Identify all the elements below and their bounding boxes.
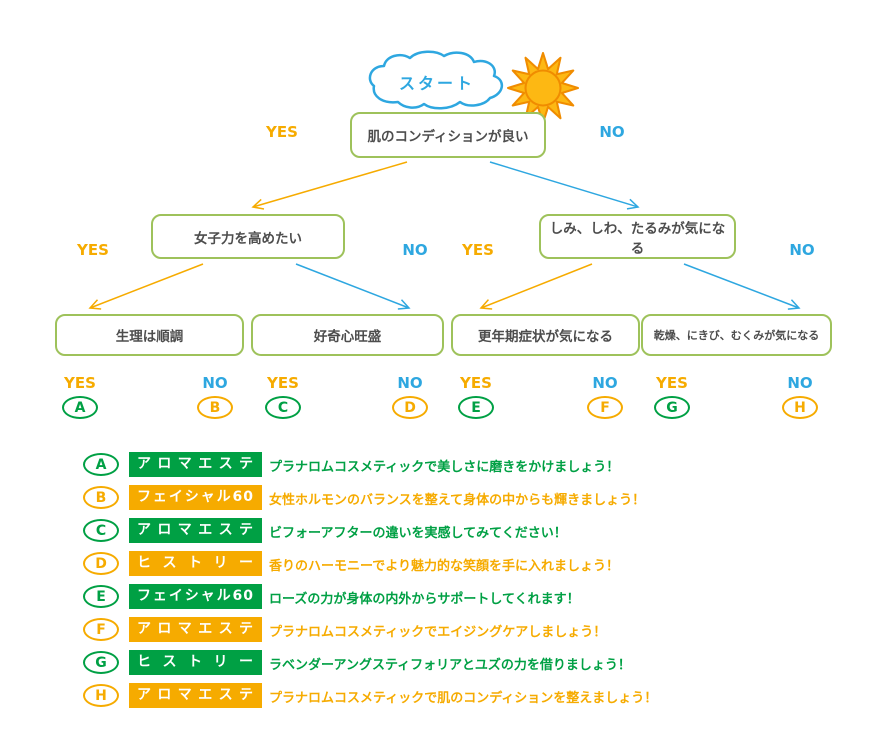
program-badge: ヒストリー: [129, 551, 262, 576]
result-oval-d: D: [392, 396, 428, 419]
result-description: プラナロムコスメティックで肌のコンディションを整えましょう！: [269, 691, 658, 706]
question-menstruation: 生理は順調: [55, 314, 244, 356]
question-spots-wrinkles: しみ、しわ、たるみが気になる: [539, 214, 736, 259]
answer-label-g: YES: [656, 374, 688, 392]
answer-label-c: YES: [267, 374, 299, 392]
legend-row-d: D ヒストリー 香りのハーモニーでより魅力的な笑顔を手に入れましょう！: [83, 551, 863, 577]
program-badge: アロマエステ: [129, 617, 262, 642]
answer-label-a: YES: [64, 374, 96, 392]
result-oval-a: A: [62, 396, 98, 419]
answer-label-d: NO: [397, 374, 423, 392]
legend-oval-e: E: [83, 585, 119, 608]
legend-oval-d: D: [83, 552, 119, 575]
program-badge: アロマエステ: [129, 452, 262, 477]
sun-icon: [507, 52, 579, 124]
question-femininity: 女子力を高めたい: [151, 214, 345, 259]
program-badge: アロマエステ: [129, 518, 262, 543]
legend-row-f: F アロマエステ プラナロムコスメティックでエイジングケアしましょう！: [83, 617, 863, 643]
result-description: 香りのハーモニーでより魅力的な笑顔を手に入れましょう！: [269, 559, 619, 574]
answer-label-b: NO: [202, 374, 228, 392]
legend-row-c: C アロマエステ ビフォーアフターの違いを実感してみてください！: [83, 518, 863, 544]
no-label-femininity: NO: [402, 241, 428, 259]
legend-oval-b: B: [83, 486, 119, 509]
yes-label-spots: YES: [462, 241, 494, 259]
result-oval-e: E: [458, 396, 494, 419]
program-badge: ヒストリー: [129, 650, 262, 675]
legend-oval-a: A: [83, 453, 119, 476]
no-label-spots: NO: [789, 241, 815, 259]
program-badge: アロマエステ: [129, 683, 262, 708]
yes-label-femininity: YES: [77, 241, 109, 259]
result-oval-b: B: [197, 396, 233, 419]
no-label-root: NO: [599, 123, 625, 141]
question-menopause: 更年期症状が気になる: [451, 314, 640, 356]
legend-oval-f: F: [83, 618, 119, 641]
answer-label-h: NO: [787, 374, 813, 392]
result-oval-g: G: [654, 396, 690, 419]
result-description: ビフォーアフターの違いを実感してみてください！: [269, 526, 567, 541]
start-label: スタート: [398, 74, 475, 93]
question-skin-condition: 肌のコンディションが良い: [350, 112, 546, 158]
question-curiosity: 好奇心旺盛: [251, 314, 444, 356]
program-badge: フェイシャル60: [129, 485, 262, 510]
answer-label-e: YES: [460, 374, 492, 392]
program-badge: フェイシャル60: [129, 584, 262, 609]
legend-oval-c: C: [83, 519, 119, 542]
result-description: プラナロムコスメティックで美しさに磨きをかけましょう！: [269, 460, 620, 475]
result-description: 女性ホルモンのバランスを整えて身体の中からも輝きましょう！: [269, 493, 646, 508]
result-oval-c: C: [265, 396, 301, 419]
legend-row-b: B フェイシャル60 女性ホルモンのバランスを整えて身体の中からも輝きましょう！: [83, 485, 863, 511]
start-cloud-icon: [368, 50, 503, 110]
legend-oval-h: H: [83, 684, 119, 707]
legend-row-a: A アロマエステ プラナロムコスメティックで美しさに磨きをかけましょう！: [83, 452, 863, 478]
result-description: プラナロムコスメティックでエイジングケアしましょう！: [269, 625, 607, 640]
result-description: ラベンダーアングスティフォリアとユズの力を借りましょう！: [269, 658, 631, 673]
result-description: ローズの力が身体の内外からサポートしてくれます！: [269, 592, 580, 607]
question-dryness: 乾燥、にきび、むくみが気になる: [641, 314, 832, 356]
legend-row-g: G ヒストリー ラベンダーアングスティフォリアとユズの力を借りましょう！: [83, 650, 863, 676]
legend-oval-g: G: [83, 651, 119, 674]
result-oval-h: H: [782, 396, 818, 419]
legend-row-h: H アロマエステ プラナロムコスメティックで肌のコンディションを整えましょう！: [83, 683, 863, 709]
answer-label-f: NO: [592, 374, 618, 392]
start-cloud: スタート: [364, 50, 510, 112]
result-oval-f: F: [587, 396, 623, 419]
legend-row-e: E フェイシャル60 ローズの力が身体の内外からサポートしてくれます！: [83, 584, 863, 610]
yes-label-root: YES: [266, 123, 298, 141]
